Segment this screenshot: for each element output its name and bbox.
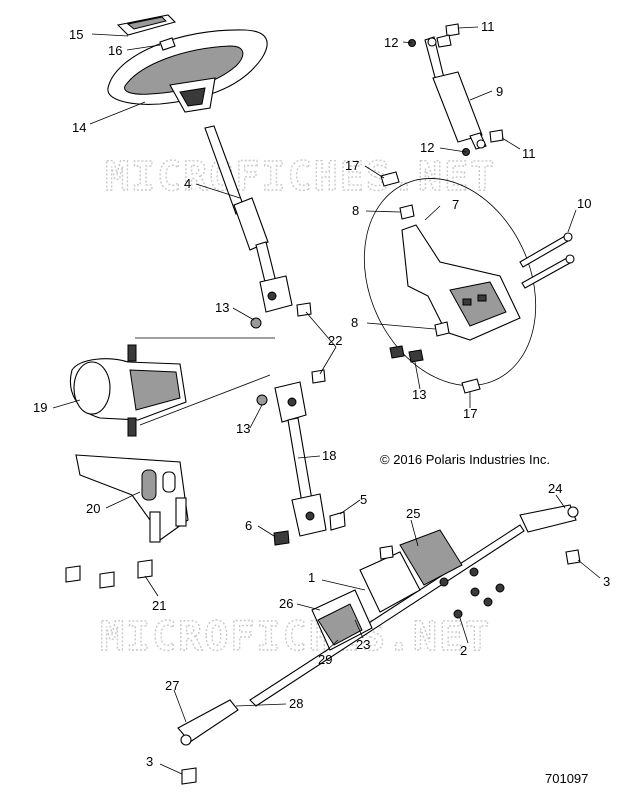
callout-4: 4 <box>184 176 191 191</box>
callout-27: 27 <box>165 678 179 693</box>
callout-17-lower: 17 <box>463 406 477 421</box>
wheel-cap <box>116 14 177 36</box>
callout-13-lower: 13 <box>236 421 250 436</box>
callout-13-upper: 13 <box>215 300 229 315</box>
callout-17-top: 17 <box>345 158 359 173</box>
wheel-nut <box>159 37 176 51</box>
callout-labels: 15 16 14 4 11 12 9 12 11 17 8 7 10 13 8 … <box>33 19 610 769</box>
callout-6: 6 <box>245 518 252 533</box>
power-steering-motor <box>70 344 187 437</box>
callout-21: 21 <box>152 598 166 613</box>
callout-15: 15 <box>69 27 83 42</box>
nut-6 <box>273 530 290 546</box>
diagram-id: 701097 <box>545 771 588 786</box>
nut-13-lower <box>256 394 268 406</box>
bolt-22-upper <box>296 302 312 317</box>
callout-19: 19 <box>33 400 47 415</box>
callout-5: 5 <box>360 492 367 507</box>
bolt-11-bottom <box>489 129 504 143</box>
lower-steering-shaft <box>274 381 327 537</box>
motor-mount-bracket <box>75 454 189 543</box>
leader-lines <box>52 26 601 775</box>
callout-12-top: 12 <box>384 35 398 50</box>
callout-2: 2 <box>460 643 467 658</box>
steering-rack <box>249 524 525 707</box>
callout-23: 23 <box>356 637 370 652</box>
bolts-10 <box>519 232 575 289</box>
nut-13-bracket-b <box>408 349 424 363</box>
nut-13-upper <box>250 317 262 329</box>
callout-12-bottom: 12 <box>420 140 434 155</box>
callout-11-top: 11 <box>481 19 495 34</box>
callout-1: 1 <box>308 570 315 585</box>
bracket-outline <box>363 178 537 386</box>
callout-13-bracket: 13 <box>412 387 426 402</box>
callout-29: 29 <box>318 652 332 667</box>
callout-10: 10 <box>577 196 591 211</box>
callout-20: 20 <box>86 501 100 516</box>
tie-rod-right <box>519 504 579 533</box>
bushing-17-top <box>380 171 400 187</box>
callout-3-left: 3 <box>146 754 153 769</box>
callout-3-right: 3 <box>603 574 610 589</box>
steering-bracket <box>401 224 521 341</box>
nut-3-right <box>565 549 581 565</box>
bolts-21 <box>65 559 153 589</box>
callout-14: 14 <box>72 120 86 135</box>
bushing-8-lower <box>434 321 450 337</box>
bushing-8-top <box>399 204 415 220</box>
callout-7: 7 <box>452 197 459 212</box>
bolt-11-top <box>445 23 460 37</box>
callout-25: 25 <box>406 506 420 521</box>
callout-11-bottom: 11 <box>522 146 536 161</box>
callout-8-top: 8 <box>352 203 359 218</box>
callout-28: 28 <box>289 696 303 711</box>
nut-13-bracket-a <box>389 345 405 359</box>
bolt-rack-top <box>379 545 394 560</box>
nuts-2 <box>439 567 505 619</box>
nut-3-left <box>181 767 197 785</box>
upper-steering-shaft <box>204 125 293 313</box>
tie-rod-left <box>177 699 239 746</box>
watermark-bottom: MICROFICHES.NET <box>100 614 491 660</box>
gas-strut <box>424 36 487 150</box>
callout-16: 16 <box>108 43 122 58</box>
steering-wheel <box>107 29 268 113</box>
callout-9: 9 <box>496 84 503 99</box>
copyright-text: © 2016 Polaris Industries Inc. <box>380 452 550 467</box>
callout-22: 22 <box>328 333 342 348</box>
callout-18: 18 <box>322 448 336 463</box>
bolt-11-top-b <box>436 34 452 48</box>
callout-24: 24 <box>548 481 562 496</box>
callout-26: 26 <box>279 596 293 611</box>
callout-8-lower: 8 <box>351 315 358 330</box>
watermark-top: MICROFICHES.NET <box>105 154 496 200</box>
bolt-5 <box>329 511 346 531</box>
bolt-22-lower <box>311 369 326 384</box>
bushing-17-lower <box>461 378 481 394</box>
